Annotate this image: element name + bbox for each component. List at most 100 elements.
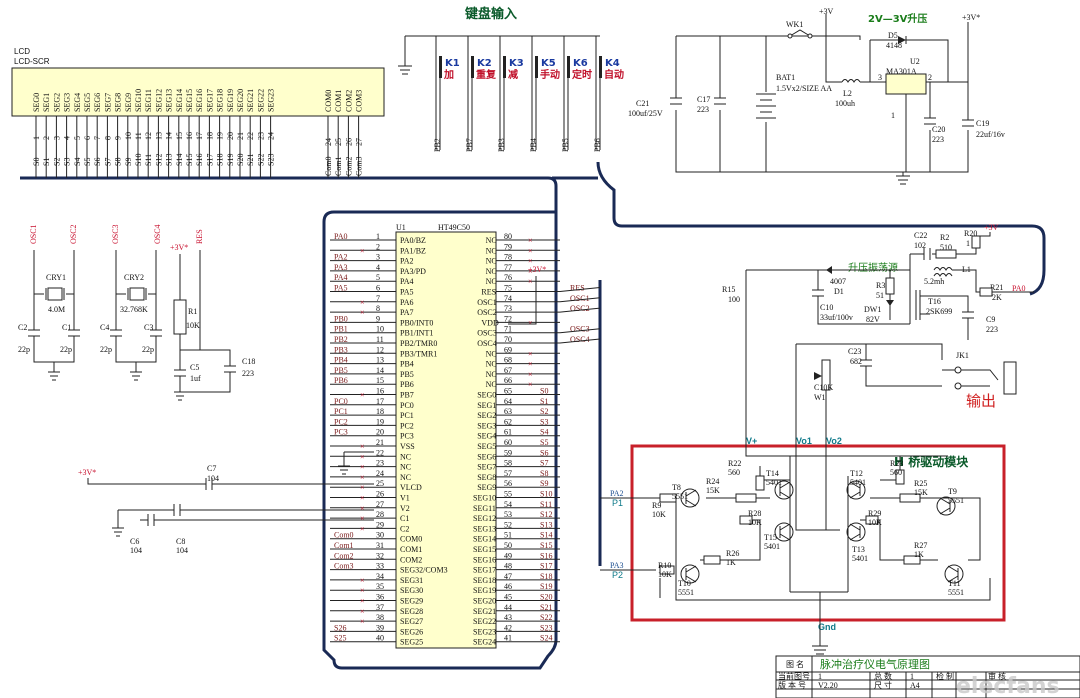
mcu-pin-number: 35 [376, 582, 384, 591]
mcu-pin-number: 22 [376, 448, 384, 457]
no-connect-mark: × [360, 524, 365, 533]
no-connect-mark: × [360, 298, 365, 307]
mcu-pin-net: S1 [540, 397, 548, 406]
mcu-pin-name: SEG2 [477, 411, 496, 420]
h-bridge-frame [630, 444, 1006, 622]
mcu-vcc: +3V* [528, 265, 546, 274]
c17-ref: C17 [697, 95, 710, 104]
mcu-pin-name: OSC4 [477, 339, 497, 348]
lcd-seg-net: S4 [73, 158, 82, 166]
tb-total-label: 总 数 [874, 671, 892, 681]
d1-value: 4007 [830, 277, 846, 286]
lcd-seg-pin-name: SEG4 [73, 93, 82, 112]
output-label: 输出 [966, 392, 996, 410]
mcu-pin-number: 12 [376, 345, 384, 354]
lcd-seg-pin-number: 7 [93, 136, 102, 140]
mcu-part: HT49C50 [438, 223, 470, 232]
lcd-com-pin-number: 25 [334, 138, 343, 146]
mcu-pin-net: OSC1 [570, 294, 590, 303]
osc2-left: OSC2 [69, 224, 78, 244]
c7-vcc: +3V* [78, 468, 96, 477]
wk1-ref: WK1 [786, 20, 803, 29]
lcd-seg-pin-number: 22 [246, 132, 255, 140]
no-connect-mark: × [360, 597, 365, 606]
r1-value: 10K [186, 321, 200, 330]
d5-ref: D5 [888, 31, 898, 40]
lcd-ref: LCD [14, 47, 30, 56]
power-section: +3V WK1 2V—3V升压 C21 100uf/25V C17 223 BA… [628, 7, 1005, 185]
tb-size: A4 [910, 681, 920, 690]
lcd-seg-pin-name: SEG5 [83, 93, 92, 112]
mcu-pin-number: 7 [376, 294, 380, 303]
mcu-pin-net: S11 [540, 500, 552, 509]
d5-value: 4148 [886, 41, 902, 50]
hbridge-part-value: 5551 [948, 496, 964, 505]
c9-value: 223 [986, 325, 998, 334]
mcu-pin-number: 23 [376, 459, 384, 468]
res-left: RES [195, 229, 204, 244]
hbridge-part-ref: R29 [868, 509, 881, 518]
booster-section: C22 102 R2 510 R20 1 +3V 5.2mh L1 R21 2K… [722, 223, 1034, 440]
mcu-pin-number: 9 [376, 314, 380, 323]
key-function: 手动 [540, 68, 560, 81]
hbridge-part-ref: T10 [678, 579, 691, 588]
c18-ref: C18 [242, 357, 255, 366]
t16-part: 2SK699 [926, 307, 952, 316]
mcu-pin-number: 73 [504, 304, 512, 313]
mcu-pin-name: SEG28 [400, 607, 423, 616]
c6-ref: C6 [130, 537, 139, 546]
mcu-pin-number: 48 [504, 562, 512, 571]
lcd-body [11, 67, 385, 117]
mcu-pin-net: S21 [540, 603, 552, 612]
l2-ref: L2 [843, 89, 852, 98]
mcu-pin-net: PC2 [334, 417, 348, 426]
no-connect-mark: × [360, 442, 365, 451]
lcd-seg-pin-number: 2 [42, 136, 51, 140]
c4-ref: C4 [100, 323, 109, 332]
mcu-pin-name: PB4 [400, 360, 414, 369]
h-bridge-module: H 桥驱动模块 V+ Vo1 Vo2 Gnd PA2 P1 PA3 P2 [600, 436, 1006, 655]
lcd-seg-net: S10 [134, 154, 143, 166]
p2-label: P2 [612, 570, 623, 580]
mcu-pin-name: V1 [400, 494, 410, 503]
hbridge-part-value: 5401 [852, 554, 868, 563]
mcu-pin-number: 30 [376, 531, 384, 540]
lcd-seg-pin-name: SEG3 [63, 93, 72, 112]
mcu-pin-name: COM0 [400, 535, 422, 544]
vcc-top-label: +3V [819, 7, 834, 16]
mcu-pin-number: 50 [504, 541, 512, 550]
mcu-pin-name: SEG25 [400, 638, 423, 647]
hbridge-part-ref: R27 [914, 541, 927, 550]
lcd-seg-pin-number: 16 [185, 132, 194, 140]
lcd-seg-net: S22 [256, 154, 265, 166]
hbridge-part-ref: R25 [914, 479, 927, 488]
u2-pin3: 3 [878, 73, 882, 82]
mcu-pin-number: 1 [376, 232, 380, 241]
mcu-pin-net: PA5 [334, 284, 348, 293]
cry1-value: 4.0M [48, 305, 65, 314]
c4-value: 22p [100, 345, 112, 354]
key-ref: K3 [509, 58, 524, 69]
r20-ref: R20 [964, 229, 977, 238]
gnd-label: Gnd [818, 622, 836, 632]
key-ref: K1 [445, 58, 460, 69]
cry1-ref: CRY1 [46, 273, 66, 282]
no-connect-mark: × [360, 576, 365, 585]
r1-ref: R1 [188, 307, 197, 316]
lcd-bias-caps: +3V* C7 104 C6 104 C8 104 [78, 464, 374, 555]
dw1-ref: DW1 [864, 305, 881, 314]
lcd-seg-pin-number: 5 [73, 136, 82, 140]
mcu-pin-name: VSS [400, 442, 415, 451]
mcu-pin-number: 19 [376, 417, 384, 426]
mcu-pin-name: PC3 [400, 432, 414, 441]
lcd-seg-pin-number: 8 [103, 136, 112, 140]
hbridge-part-ref: T14 [766, 469, 779, 478]
lcd-seg-pin-name: SEG15 [185, 89, 194, 112]
lcd-com-net: Com3 [355, 156, 364, 176]
lcd-seg-net: S19 [226, 154, 235, 166]
no-connect-mark: × [528, 349, 533, 358]
oscillator-section: OSC1 OSC2 OSC3 OSC4 RES CRY1 4.0M CRY2 3… [18, 224, 255, 401]
osc1-left: OSC1 [29, 224, 38, 244]
c3-ref: C3 [144, 323, 153, 332]
